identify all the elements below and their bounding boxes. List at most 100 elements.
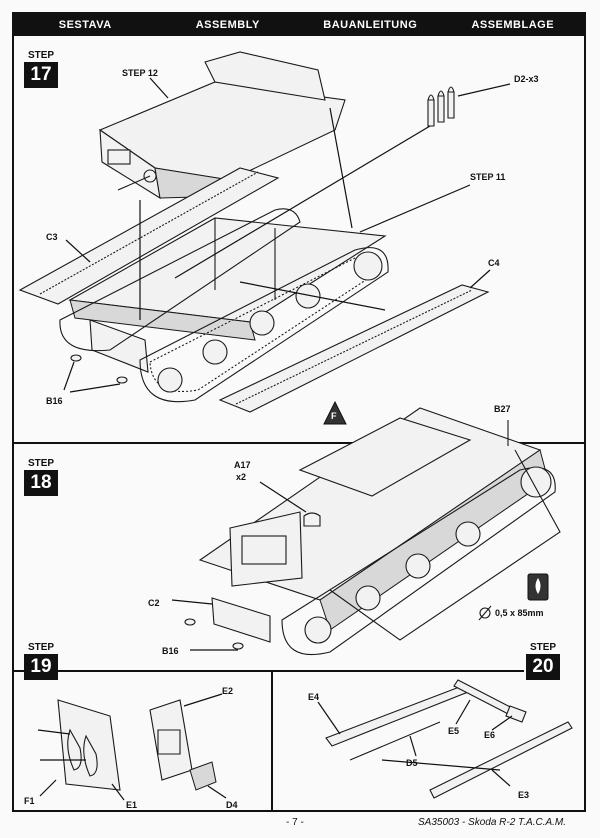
page-frame xyxy=(12,12,586,812)
hull-glacis xyxy=(89,319,149,373)
label-c3: C3 xyxy=(46,232,58,242)
road-wheel-3 xyxy=(249,310,275,336)
arrow-d2-leader xyxy=(457,83,511,97)
label-step11: STEP 11 xyxy=(470,172,506,182)
step-20-label: STEP xyxy=(529,642,557,653)
part-b16-step18-1 xyxy=(184,618,196,626)
arrow-e2-leader xyxy=(183,693,223,707)
label-a17-qty: x2 xyxy=(236,472,247,482)
part-b16-2 xyxy=(116,376,128,384)
step-17-marker: STEP 17 xyxy=(24,50,58,88)
step18-wheel-4 xyxy=(455,521,481,547)
step-18-number: 18 xyxy=(24,470,58,496)
arrow-a17 xyxy=(259,481,307,513)
road-wheel-4 xyxy=(295,283,321,309)
gun-mount xyxy=(143,169,157,183)
part-d2-3 xyxy=(447,86,455,119)
brush-icon-tip xyxy=(535,578,541,594)
gun-barrel xyxy=(117,175,151,191)
part-f1-clip-2 xyxy=(83,734,98,777)
track-left xyxy=(59,208,301,352)
label-step12: STEP 12 xyxy=(122,68,158,78)
step-19-label: STEP xyxy=(27,642,55,653)
hull-side xyxy=(69,299,256,341)
label-b27: B27 xyxy=(494,404,511,414)
step-20-number: 20 xyxy=(526,654,560,680)
label-b16: B16 xyxy=(46,396,63,406)
separator-17-18 xyxy=(14,442,584,444)
step-20-marker: STEP 20 xyxy=(526,642,560,680)
step-18-label: STEP xyxy=(27,458,55,469)
superstructure-roof xyxy=(204,51,326,101)
part-e4 xyxy=(325,685,469,747)
arrow-b16-1 xyxy=(63,361,75,391)
road-wheel-1 xyxy=(157,367,183,393)
header-title-fr: ASSEMBLAGE xyxy=(471,19,555,31)
label-wire: 0,5 x 85mm xyxy=(495,608,544,618)
part-b16-step18-2 xyxy=(232,642,244,650)
track-right xyxy=(139,247,389,403)
idler-wheel xyxy=(353,251,383,281)
label-e5: E5 xyxy=(448,726,460,736)
step18-idler xyxy=(520,466,552,498)
arrow-d4-leader xyxy=(207,785,227,799)
label-e1: E1 xyxy=(126,800,138,810)
label-d5: D5 xyxy=(406,758,418,768)
step-19-marker: STEP 19 xyxy=(24,642,58,680)
header-bar: SESTAVA ASSEMBLY BAUANLEITUNG ASSEMBLAGE xyxy=(14,14,584,36)
part-c2 xyxy=(211,597,271,643)
arrow-step12-leader xyxy=(149,77,169,99)
label-d2: D2-x3 xyxy=(514,74,539,84)
part-e2 xyxy=(149,699,193,781)
arrow-c4-leader xyxy=(469,269,491,289)
part-d4 xyxy=(189,761,217,791)
step18-wheel-3 xyxy=(405,553,431,579)
arrow-step11 xyxy=(359,184,471,233)
step-18-marker: STEP 18 xyxy=(24,458,58,496)
step-17-number: 17 xyxy=(24,62,58,88)
arrow-d5-leader xyxy=(409,735,417,757)
part-d2-2 xyxy=(437,90,445,123)
arrow-assembly-step20 xyxy=(381,759,501,771)
label-f1: F1 xyxy=(24,796,35,806)
superstructure-hatch xyxy=(107,149,131,165)
label-e2: E2 xyxy=(222,686,234,696)
separator-19-20 xyxy=(271,670,273,812)
label-e3: E3 xyxy=(518,790,530,800)
kit-name: SA35003 - Skoda R-2 T.A.C.A.M. xyxy=(418,817,567,828)
fender-c4 xyxy=(218,284,490,413)
part-d2-1 xyxy=(427,94,435,127)
step18-wheel-1 xyxy=(304,616,332,644)
arrow-d2 xyxy=(174,125,431,279)
label-a17: A17 xyxy=(234,460,251,470)
header-title-cz: SESTAVA xyxy=(58,19,112,31)
label-c4: C4 xyxy=(488,258,500,268)
step-19-drawing xyxy=(37,693,227,801)
arrow-e6-leader xyxy=(491,715,513,731)
part-e2-detail xyxy=(157,729,181,755)
arrow-c4 xyxy=(239,281,386,311)
diameter-icon xyxy=(479,607,491,619)
label-e4: E4 xyxy=(308,692,320,702)
label-d4: D4 xyxy=(226,800,238,810)
diameter-icon-slash xyxy=(478,605,492,621)
arrow-e1-leader xyxy=(111,783,125,801)
separator-18-19 xyxy=(14,670,524,672)
label-f-marker: F xyxy=(331,411,337,421)
vision-port xyxy=(241,535,287,565)
part-a17 xyxy=(303,512,321,527)
step-20-drawing xyxy=(317,679,573,799)
page-number: - 7 - xyxy=(286,817,304,828)
label-c2: C2 xyxy=(148,598,160,608)
label-e6: E6 xyxy=(484,730,496,740)
part-d5 xyxy=(349,721,441,761)
tow-wire xyxy=(329,449,561,641)
fender-c3-edge xyxy=(39,171,259,295)
arrow-c2 xyxy=(171,599,213,605)
step18-wheel-2 xyxy=(355,585,381,611)
part-e3 xyxy=(429,721,573,799)
part-e6 xyxy=(505,705,527,723)
marker-f-triangle xyxy=(323,400,347,425)
